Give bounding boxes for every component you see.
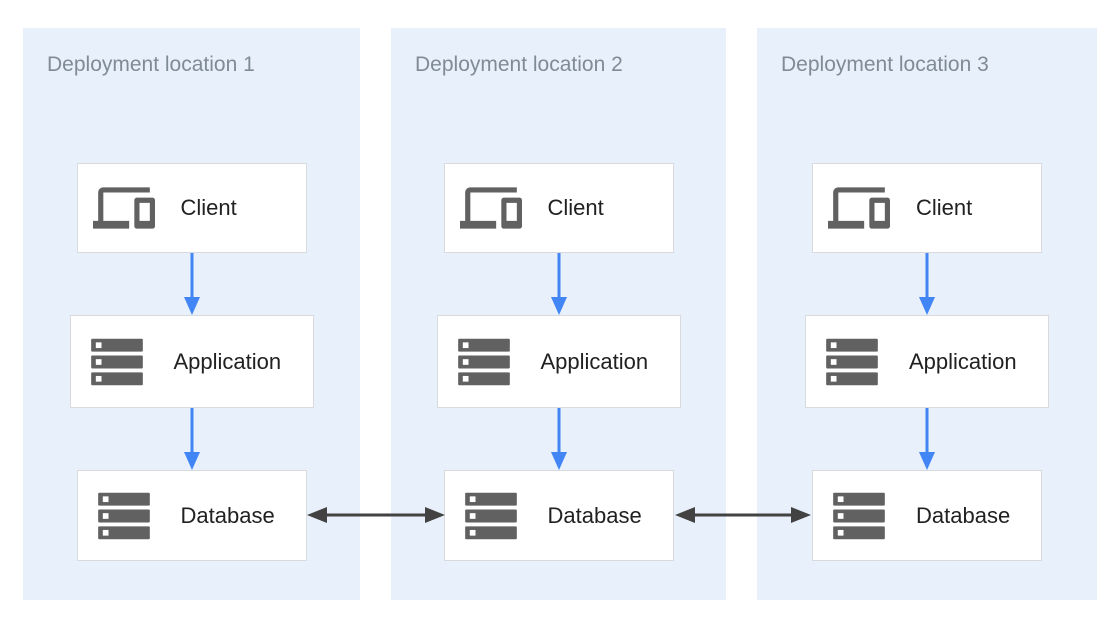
deployment-location-3-panel: Deployment location 3 Client Application… — [757, 28, 1097, 600]
client-node: Client — [443, 163, 674, 253]
panel-title: Deployment location 1 — [47, 53, 255, 76]
client-node: Client — [76, 163, 307, 253]
node-label: Database — [547, 502, 642, 528]
client-node: Client — [812, 163, 1042, 253]
application-node: Application — [436, 315, 681, 408]
application-node: Application — [805, 315, 1049, 408]
application-to-database-arrow — [182, 408, 202, 470]
deployment-location-2-panel: Deployment location 2 Client Application… — [391, 28, 726, 600]
database-node: Database — [443, 470, 674, 561]
server-stack-icon — [84, 331, 150, 393]
application-to-database-arrow — [549, 408, 569, 470]
node-label: Application — [173, 348, 282, 374]
node-label: Application — [540, 348, 649, 374]
client-to-application-arrow — [917, 253, 937, 315]
node-label: Database — [180, 502, 275, 528]
client-to-application-arrow — [182, 253, 202, 315]
application-node: Application — [69, 315, 314, 408]
devices-icon — [826, 177, 892, 239]
client-to-application-arrow — [549, 253, 569, 315]
panel-title: Deployment location 3 — [781, 53, 989, 76]
server-stack-icon — [91, 485, 157, 547]
database-replication-arrow-1-2 — [307, 506, 445, 524]
node-label: Client — [916, 195, 973, 220]
node-label: Application — [909, 348, 1017, 374]
server-stack-icon — [451, 331, 517, 393]
deployment-location-1-panel: Deployment location 1 Client Application… — [23, 28, 360, 600]
devices-icon — [458, 177, 524, 239]
devices-icon — [91, 177, 157, 239]
server-stack-icon — [819, 331, 885, 393]
server-stack-icon — [458, 485, 524, 547]
node-label: Client — [547, 195, 604, 220]
application-to-database-arrow — [917, 408, 937, 470]
node-label: Database — [916, 502, 1011, 528]
database-replication-arrow-2-3 — [675, 506, 811, 524]
node-label: Client — [180, 195, 237, 220]
database-node: Database — [76, 470, 307, 561]
panel-title: Deployment location 2 — [415, 53, 623, 76]
database-node: Database — [812, 470, 1042, 561]
server-stack-icon — [826, 485, 892, 547]
